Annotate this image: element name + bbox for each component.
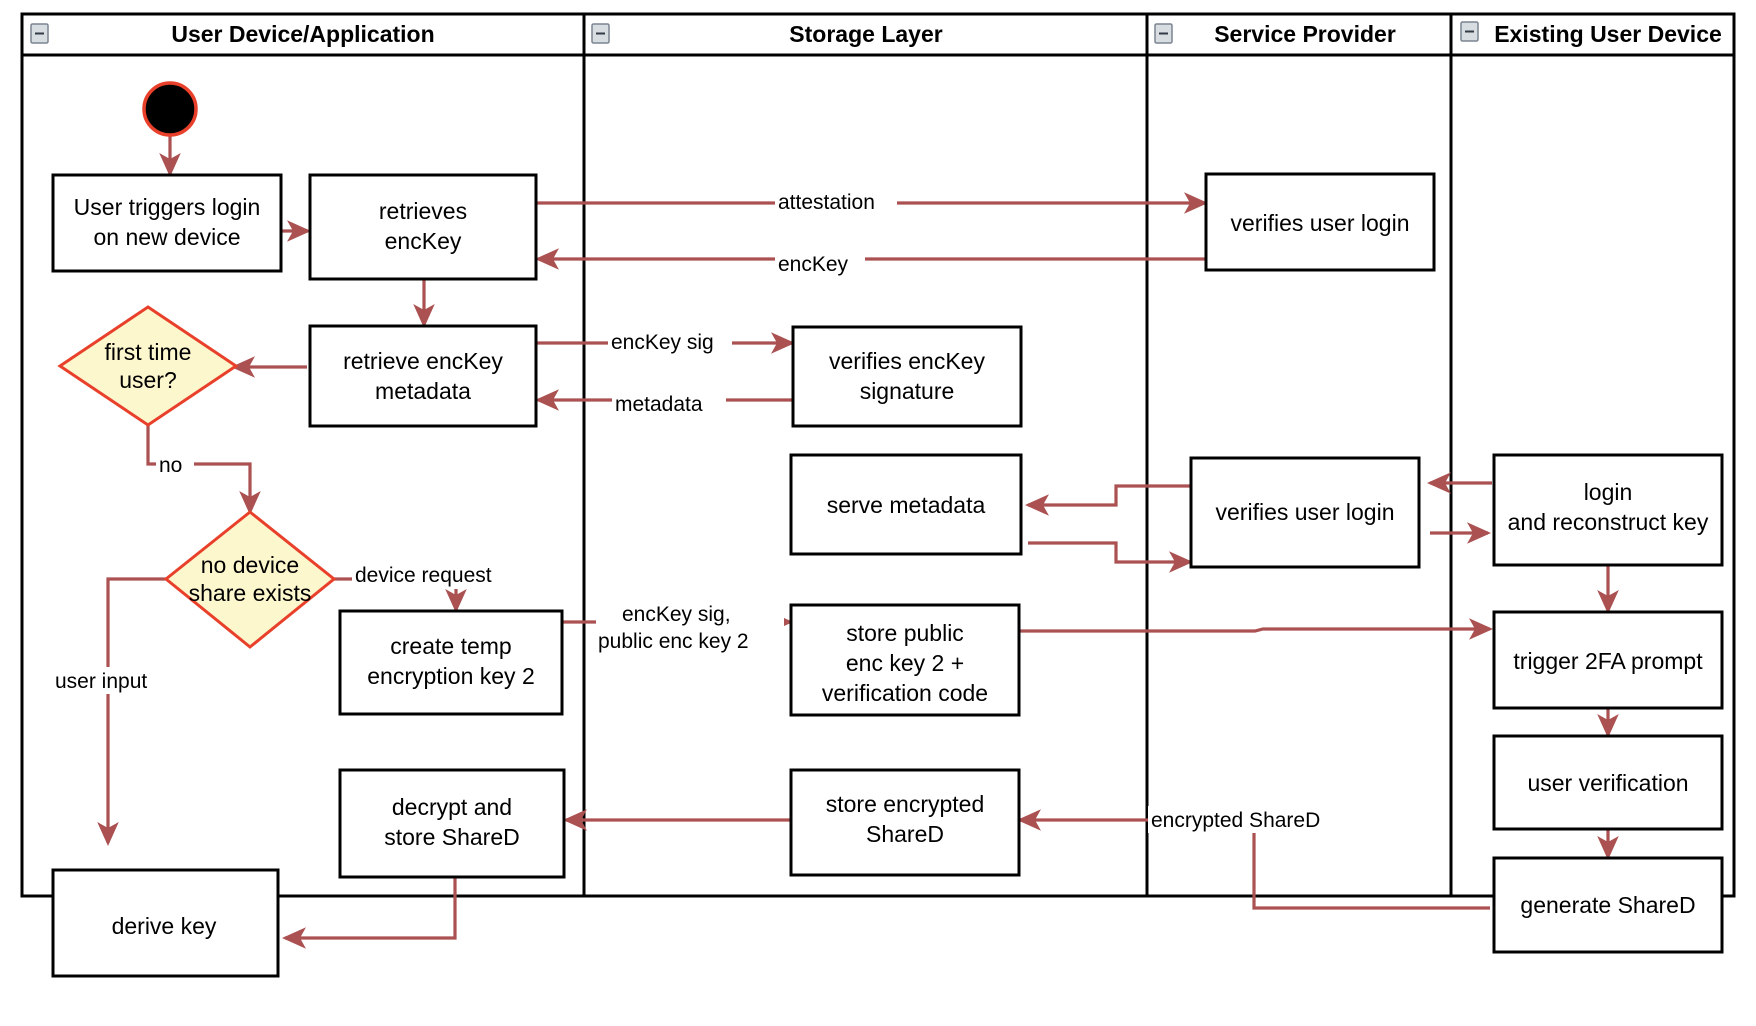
node-retrieves-enckey[interactable]: retrieves encKey [308, 173, 538, 281]
node-derive-key[interactable]: derive key [51, 868, 280, 978]
node-label-line: ShareD [866, 821, 944, 847]
edge-label-user-input: user input [52, 667, 170, 694]
node-user-verification[interactable]: user verification [1492, 734, 1724, 831]
node-initial-start [142, 81, 198, 137]
node-label-line: store ShareD [384, 824, 520, 850]
edge-label-attestation: attestation [775, 188, 897, 215]
node-label-line: verifies user login [1216, 499, 1395, 525]
edge-label-text: metadata [615, 393, 703, 416]
node-label-line: User triggers login [74, 194, 261, 220]
flow-verifies-user-login-to-serve-metadata [1025, 484, 1192, 516]
diagram-frame [20, 12, 1736, 898]
node-verifies-user-login-top[interactable]: verifies user login [1204, 172, 1436, 272]
edge-label-enckey-sig: encKey sig [608, 328, 732, 355]
edge-label-encrypted-shared: encrypted ShareD [1148, 806, 1338, 833]
node-verifies-user-login-middle[interactable]: verifies user login [1189, 456, 1421, 569]
lane-header-existing-user-device: Existing User Device [1460, 21, 1722, 47]
node-decision-no-device-share-exists[interactable]: no device share exists [163, 510, 337, 649]
node-label-line: trigger 2FA prompt [1513, 648, 1703, 674]
node-label-line: user verification [1527, 770, 1688, 796]
edge-label-text: device request [355, 564, 492, 587]
edge-label-text: attestation [778, 191, 875, 214]
node-create-temp-encryption-key-2[interactable]: create temp encryption key 2 [338, 609, 564, 716]
node-label-line: create temp [390, 633, 511, 659]
node-label-line: share exists [189, 580, 312, 606]
node-store-encrypted-shared[interactable]: store encrypted ShareD [789, 768, 1021, 877]
flow-encrypted-shared-to-store-encrypted-shared [1017, 809, 1490, 910]
node-label-line: verifies encKey [829, 348, 985, 374]
lane-title-service-provider: Service Provider [1214, 21, 1396, 47]
node-label-line: retrieve encKey [343, 348, 503, 374]
lane-title-user-device: User Device/Application [171, 21, 434, 47]
edge-label-text: encKey sig, [622, 603, 731, 626]
node-label-line: generate ShareD [1520, 892, 1695, 918]
flow-decrypt-store-to-derive-key [282, 877, 457, 949]
node-label-line: decrypt and [392, 794, 512, 820]
node-label-line: serve metadata [827, 492, 986, 518]
node-user-triggers-login[interactable]: User triggers login on new device [51, 173, 283, 273]
node-label-line: enc key 2 + [846, 650, 964, 676]
edge-label-text: no [159, 454, 182, 477]
flow-no-to-no-device-share [146, 424, 261, 515]
lane-title-existing-user-device: Existing User Device [1494, 21, 1722, 47]
node-generate-shared[interactable]: generate ShareD [1492, 856, 1724, 954]
node-login-and-reconstruct-key[interactable]: login and reconstruct key [1492, 453, 1724, 567]
node-label-line: first time [105, 339, 192, 365]
edge-label-text: encKey sig [611, 331, 714, 354]
node-verifies-enckey-signature[interactable]: verifies encKey signature [791, 325, 1023, 428]
node-label-line: encKey [385, 228, 462, 254]
lane-header-user-device: User Device/Application [30, 21, 435, 47]
node-serve-metadata[interactable]: serve metadata [789, 453, 1023, 556]
node-label-line: store encrypted [826, 791, 985, 817]
edge-label-text: encKey [778, 253, 849, 276]
edge-label-enckey: encKey [775, 248, 865, 276]
node-decrypt-and-store-shared[interactable]: decrypt and store ShareD [338, 768, 566, 879]
node-label-line: verification code [822, 680, 988, 706]
lane-header-storage-layer: Storage Layer [591, 21, 943, 47]
node-label-line: derive key [112, 913, 217, 939]
node-decision-first-time-user[interactable]: first time user? [57, 305, 239, 427]
flow-user-input-to-derive-key [97, 577, 168, 846]
lane-title-storage-layer: Storage Layer [789, 21, 942, 47]
edge-label-text: user input [55, 670, 147, 693]
node-label-line: no device [201, 552, 299, 578]
node-label-line: store public [846, 620, 964, 646]
node-label-line: verifies user login [1231, 210, 1410, 236]
node-label-line: login [1584, 479, 1633, 505]
node-retrieve-enckey-metadata[interactable]: retrieve encKey metadata [308, 324, 538, 428]
edge-label-metadata: metadata [612, 390, 726, 417]
edge-label-text: encrypted ShareD [1151, 809, 1320, 832]
flow-serve-metadata-to-verifies-user-login [1028, 541, 1193, 573]
node-label-line: user? [119, 367, 177, 393]
lane-header-service-provider: Service Provider [1154, 21, 1396, 47]
node-label-line: on new device [93, 224, 240, 250]
edge-label-device-request: device request [352, 562, 528, 589]
node-label-line: metadata [375, 378, 471, 404]
start-node-circle [142, 81, 198, 137]
node-store-public-enc-key-2[interactable]: store public enc key 2 + verification co… [789, 603, 1021, 717]
node-label-line: signature [860, 378, 955, 404]
node-label-line: retrieves [379, 198, 467, 224]
node-label-line: encryption key 2 [367, 663, 534, 689]
node-trigger-2fa-prompt[interactable]: trigger 2FA prompt [1492, 610, 1724, 710]
node-label-line: and reconstruct key [1508, 509, 1709, 535]
edge-label-enckey-sig-public-enc-key-2: encKey sig, public enc key 2 [596, 598, 784, 653]
edge-label-no: no [156, 451, 194, 478]
flow-store-public-to-trigger-2fa [1010, 618, 1493, 640]
edge-label-text: public enc key 2 [598, 630, 749, 653]
